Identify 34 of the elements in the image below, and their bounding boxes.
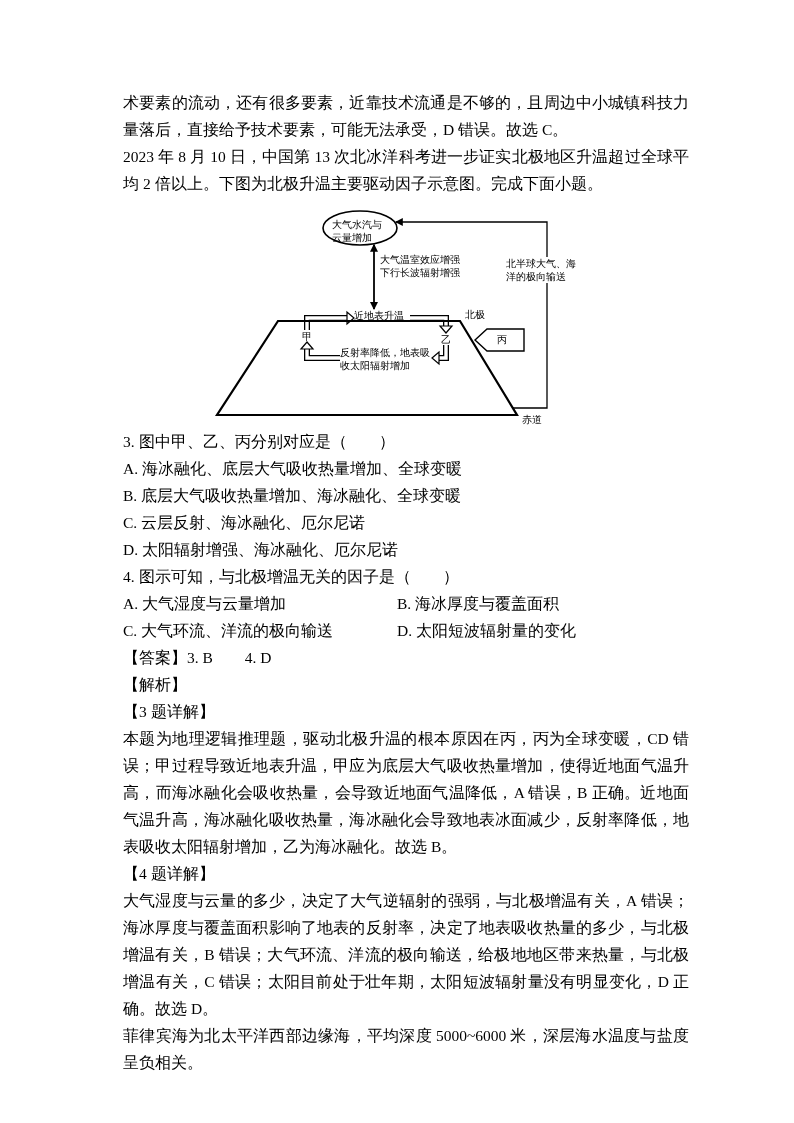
text-paragraph: 2023 年 8 月 10 日，中国第 13 次北冰洋科考进一步证实北极地区升温超过全球平均 2 倍以上。下图为北极升温主要驱动因子示意图。完成下面小题。 (123, 147, 689, 194)
pentagon-node: 丙 (475, 329, 524, 351)
arrow (370, 243, 378, 310)
edge-label: 北半球大气、海洋的极向输送 (506, 257, 578, 283)
node-text: 近地表升温 (354, 309, 410, 323)
node-text: 反射率降低，地表吸收太阳辐射增加 (340, 345, 432, 373)
option-text: A. 海冰融化、底层大气吸收热量增加、全球变暖 (123, 459, 463, 479)
option-text: C. 云层反射、海冰融化、厄尔尼诺 (123, 513, 367, 533)
option-text: C. 大气环流、洋流的极向输送 (123, 621, 335, 641)
option-text: B. 底层大气吸收热量增加、海冰融化、全球变暖 (123, 486, 463, 506)
section-heading: 【4 题详解】 (123, 864, 216, 884)
hollow-arrow (431, 345, 449, 366)
region-label: 北极 (465, 308, 485, 321)
hollow-arrow (410, 315, 454, 334)
option-text: D. 太阳辐射增强、海冰融化、厄尔尼诺 (123, 540, 399, 560)
text-paragraph: 术要素的流动，还有很多要素，近靠技术流通是不够的，且周边中小城镇科技力量落后，直接给予技术要素，可能无法承受，D 错误。故选 C。 (123, 93, 689, 140)
region-label: 赤道 (522, 413, 542, 426)
arrow (394, 218, 548, 409)
text-paragraph: 本题为地理逻辑推理题，驱动北极升温的根本原因在丙，丙为全球变暖，CD 错误；甲过程导致近地表升温，甲应为底层大气吸收热量增加，使得近地面气温升高，而海冰融化会吸收热量，会导致近地面气温降低，A 错误，B 正确。近地面气温升高，海冰融化吸收热量，海冰融化会导致地表冰面减少，反射率降低，地表吸收太阳辐射增加，乙为海冰融化。故选 B。 (123, 729, 689, 857)
option-text: D. 太阳短波辐射量的变化 (397, 621, 577, 641)
hollow-arrow (304, 310, 355, 330)
option-text: A. 大气湿度与云量增加 (123, 594, 287, 614)
question-text: 3. 图中甲、乙、丙分别对应是（ ） (123, 432, 396, 452)
section-heading: 【3 题详解】 (123, 702, 216, 722)
text-paragraph: 大气湿度与云量的多少，决定了大气逆辐射的强弱，与北极增温有关，A 错误；海冰厚度与覆盖面积影响了地表的反射率，决定了地表吸收热量的多少，与北极增温有关，B 错误；大气环流、洋流的极向输送，给极地地区带来热量，与北极增温有关，C 错误；太阳目前处于壮年期，太阳短波辐射量没有明显变化，D 正确。故选 D。 (123, 891, 689, 1019)
question-text: 4. 图示可知，与北极增温无关的因子是（ ） (123, 567, 460, 587)
option-text: B. 海冰厚度与覆盖面积 (397, 594, 561, 614)
text-paragraph: 菲律宾海为北太平洋西部边缘海，平均深度 5000~6000 米，深层海水温度与盐度呈负相关。 (123, 1026, 689, 1073)
node-text: 甲 (302, 330, 312, 342)
hollow-arrow (299, 341, 340, 361)
section-heading: 【解析】 (123, 675, 188, 695)
edge-label: 大气温室效应增强下行长波辐射增强 (380, 253, 462, 279)
node-text: 乙 (441, 333, 451, 345)
answer-text: 【答案】3. B 4. D (123, 648, 273, 668)
